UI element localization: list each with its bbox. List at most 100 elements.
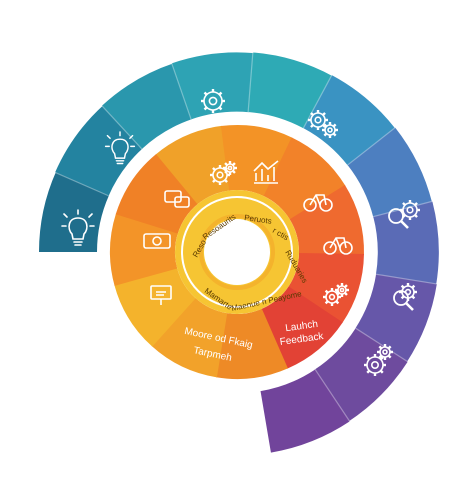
bulb-icon-ray3 xyxy=(63,213,68,218)
bike-icon-2-wheel1 xyxy=(323,241,337,255)
search-gear-icon-hub xyxy=(406,206,414,214)
search-gear-icon-2-tooth7 xyxy=(411,284,416,289)
gear-icon-tooth5 xyxy=(203,91,208,96)
arrow-2 xyxy=(357,201,364,211)
bulb-icon-glass xyxy=(68,217,88,240)
arrow-1 xyxy=(298,132,307,139)
presentation-icon-lines xyxy=(156,291,166,305)
gears-icon-3-hub xyxy=(370,360,380,370)
inner-label-2: Peruots xyxy=(244,213,273,226)
gears-icon-mid-tooth3 xyxy=(212,179,216,183)
presentation-icon xyxy=(150,285,172,305)
gears-icon-3-small-tooth5 xyxy=(378,345,383,350)
gears-icon-tooth5 xyxy=(310,112,314,116)
gears-icon-mid-hub xyxy=(216,171,224,179)
icon-layer xyxy=(61,89,420,376)
bike-icon xyxy=(303,194,333,212)
outer-segment-1 xyxy=(55,105,143,196)
money-icon-note xyxy=(143,233,171,249)
bike-icon-2-frame xyxy=(329,237,347,249)
middle-ring xyxy=(101,116,373,388)
gears-icon-small-tooth3 xyxy=(323,132,328,137)
outer-separator-1 xyxy=(48,168,109,197)
outer-segment-9 xyxy=(314,328,408,422)
gears-icon-3-tooth7 xyxy=(379,356,384,361)
search-gear-icon xyxy=(400,200,420,220)
middle-segment-3 xyxy=(289,185,365,255)
inner-ring-stroke xyxy=(181,196,293,308)
gears-icon-mid-small-tooth5 xyxy=(224,162,229,167)
search-gear-icon-tooth1 xyxy=(414,214,418,218)
bulb-icon-2 xyxy=(104,131,136,165)
search-gear-icon-2-tooth5 xyxy=(400,284,405,289)
gears-icon-mid2-small-tooth7 xyxy=(343,284,348,289)
gears-icon-tooth3 xyxy=(310,124,314,128)
middle-segment-0 xyxy=(155,125,230,205)
chart-icon-trend xyxy=(253,160,279,172)
flow-arrows xyxy=(107,118,367,387)
gears-icon-mid2-small xyxy=(335,283,349,297)
outer-segment-2 xyxy=(101,63,193,149)
gears-icon-mid xyxy=(210,165,230,185)
middle-segment-6 xyxy=(216,308,288,379)
gears-icon-3-small xyxy=(377,344,393,360)
chat-icon xyxy=(164,190,190,208)
arrow-7 xyxy=(107,202,114,212)
outer-segment-10 xyxy=(260,369,350,453)
outer-segment-3 xyxy=(171,52,255,120)
gears-icon-small-tooth7 xyxy=(332,123,337,128)
gears-icon-tooth1 xyxy=(322,124,326,128)
chart-icon-bars xyxy=(254,167,278,184)
arrow-6 xyxy=(119,315,127,324)
search-gear-icon-2-tooth3 xyxy=(400,295,405,300)
middle-segment-4 xyxy=(288,252,364,324)
gears-icon-3-tooth3 xyxy=(366,369,371,374)
inner-ring xyxy=(175,190,299,314)
gears-icon-mid2-tooth5 xyxy=(324,289,329,294)
gears-icon-mid2 xyxy=(323,288,341,306)
gears-icon-small-tooth5 xyxy=(323,123,328,128)
middle-segment-5 xyxy=(261,286,343,369)
gear-icon xyxy=(201,89,225,113)
gears-icon-mid2-small-tooth1 xyxy=(343,291,348,296)
chat-icon-bubble2 xyxy=(174,196,190,208)
middle-segment-7 xyxy=(151,297,228,378)
bike-icon-wheel1 xyxy=(303,198,317,212)
outer-separator-3 xyxy=(169,57,192,120)
search-icon-lens xyxy=(388,208,404,224)
search-icon-2-handle xyxy=(405,302,414,311)
outer-segment-5 xyxy=(303,75,396,166)
gears-icon-mid-tooth5 xyxy=(212,167,216,171)
gears-icon-small-hub xyxy=(327,127,333,133)
bulb-icon-2-ray4 xyxy=(129,134,134,140)
gears-icon-mid-small-hub xyxy=(227,165,233,171)
gears-icon-small-tooth1 xyxy=(332,132,337,137)
gears-icon-small xyxy=(322,122,338,138)
gears-icon-3-small-tooth7 xyxy=(387,345,392,350)
bulb-icon-ray4 xyxy=(88,213,93,218)
gear-icon-tooth3 xyxy=(203,106,208,111)
center-hole-edge xyxy=(199,214,275,290)
search-gear-icon-tooth7 xyxy=(414,202,418,206)
arrow-4 xyxy=(300,362,309,370)
outer-segment-6 xyxy=(347,127,433,218)
gears-icon-3 xyxy=(364,354,386,376)
search-icon-2 xyxy=(393,290,414,311)
bulb-icon xyxy=(61,209,95,246)
arrow-0 xyxy=(209,118,218,125)
gears-icon-mid2-small-tooth3 xyxy=(336,291,341,296)
outer-ring xyxy=(39,46,441,453)
outer-segment-0 xyxy=(39,171,110,252)
middle-segment-1 xyxy=(220,125,293,197)
gears-icon-3-tooth5 xyxy=(366,356,371,361)
middle-label-2a: Lauhch xyxy=(285,319,319,334)
gears-icon-hub xyxy=(314,116,322,124)
bulb-icon-2-glass xyxy=(111,138,129,159)
chart-icon xyxy=(253,160,279,184)
bike-icon-2 xyxy=(323,237,353,255)
outer-separator-4 xyxy=(247,46,254,113)
gears-icon-mid2-tooth3 xyxy=(324,300,329,305)
middle-segment-8 xyxy=(114,268,196,347)
bulb-icon-2-ray3 xyxy=(106,134,111,140)
